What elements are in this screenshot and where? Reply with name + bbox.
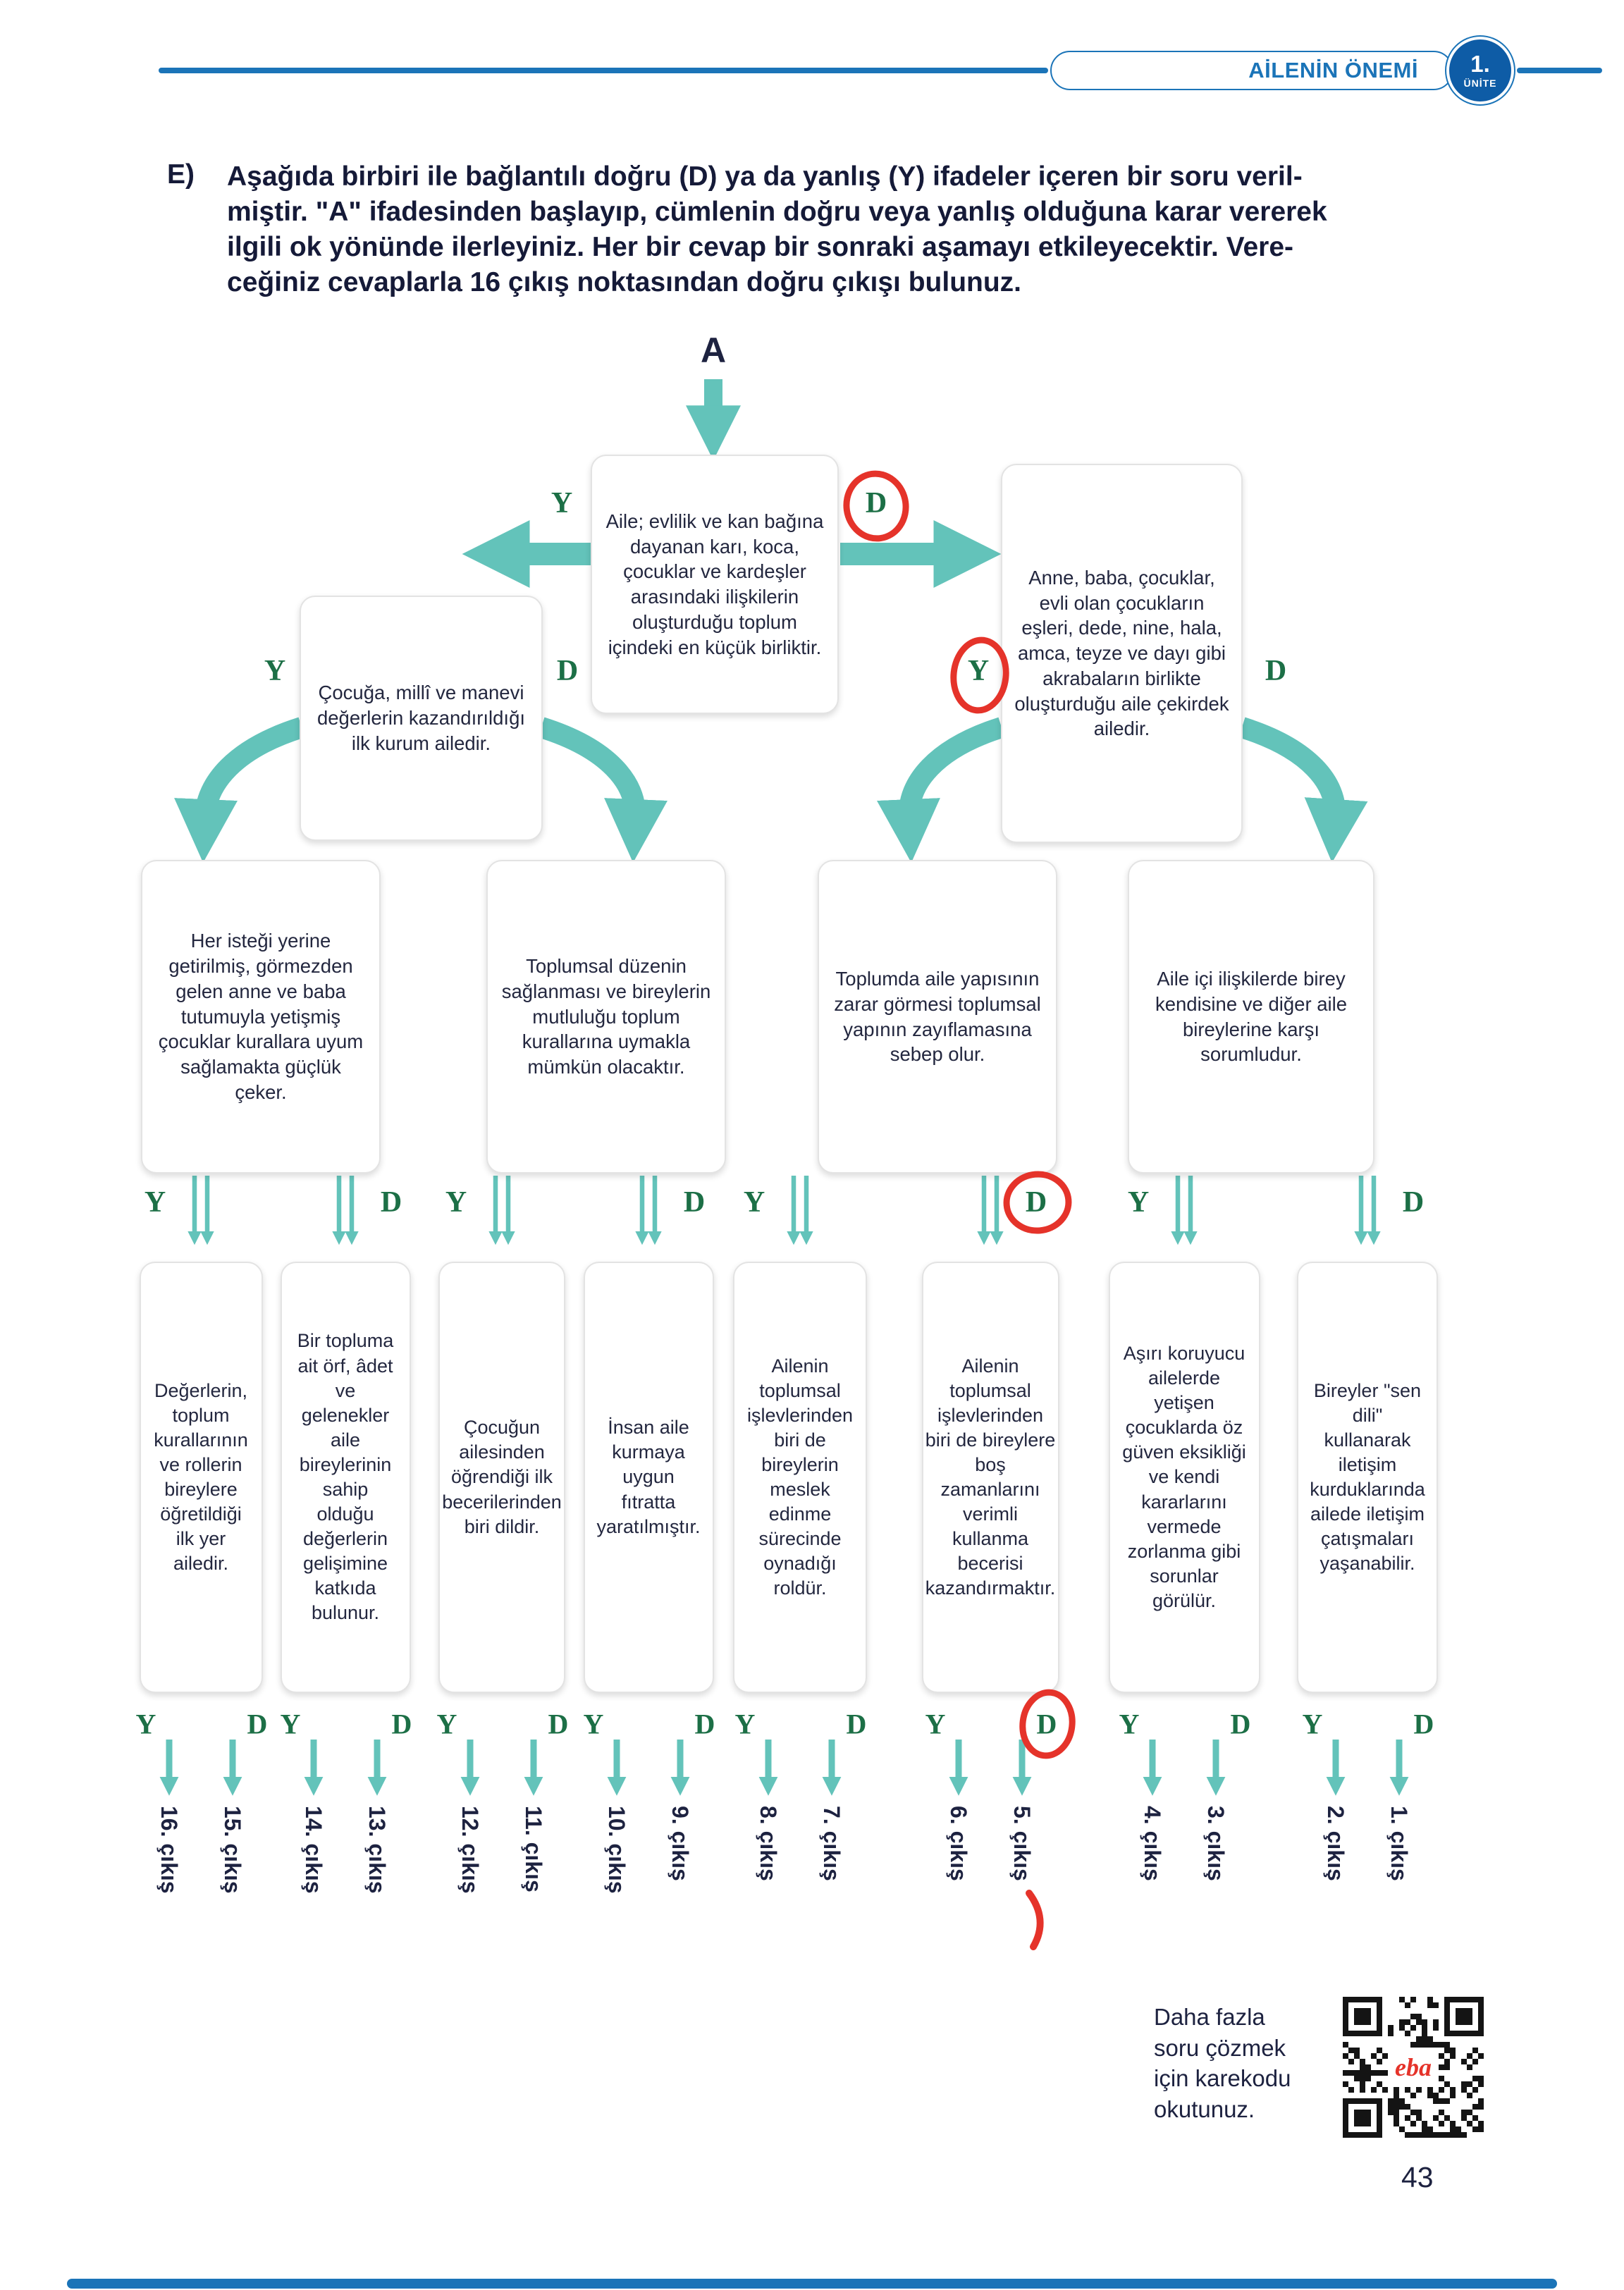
statement-box-level4-7: Aşırı koruyucu ailelerde yetişen çocukla… [1108, 1262, 1260, 1693]
answer-d-level3-2: D [683, 1186, 706, 1219]
answer-y-level2-left: Y [264, 655, 286, 687]
question-letter: E) [167, 159, 195, 190]
answer-d-level3-3: D [1025, 1186, 1047, 1219]
answer-d-level4-8: D [1413, 1708, 1434, 1740]
answer-y-level4-1: Y [135, 1708, 156, 1740]
answer-y-level4-4: Y [583, 1708, 604, 1740]
answer-y-level4-5: Y [734, 1708, 756, 1740]
answer-d-level4-3: D [548, 1708, 569, 1740]
answer-d-level4-7: D [1230, 1708, 1251, 1740]
answer-d-level4-1: D [247, 1708, 268, 1740]
qr-logo: eba [1389, 2051, 1437, 2083]
exit-label-4: 4. çıkış [1140, 1806, 1165, 1881]
answer-d-level2-right: D [1265, 655, 1287, 687]
qr-caption: Daha fazla soru çözmek için karekodu oku… [1154, 2004, 1291, 2122]
statement-box-level4-2: Bir topluma ait örf, âdet ve gelenekler … [280, 1262, 411, 1693]
page-title: AİLENİN ÖNEMİ [1248, 58, 1418, 82]
question-text: Aşağıda birbiri ile bağlantılı doğru (D)… [227, 161, 1327, 297]
statement-box-level4-3: Çocuğun ailesinden öğrendiği ilk beceril… [438, 1262, 565, 1693]
answer-d-level2-left: D [556, 655, 579, 687]
statement-box-level4-6: Ailenin toplumsal işlevlerinden biri de … [921, 1262, 1059, 1693]
arrow-l2left-dogru [538, 717, 668, 863]
statement-box-level1: Aile; evlilik ve kan bağına dayanan karı… [591, 455, 839, 714]
answer-y-level4-3: Y [436, 1708, 457, 1740]
exit-label-13: 13. çıkış [364, 1806, 390, 1894]
statement-box-level4-4: İnsan aile kurmaya uygun fıtratta yaratı… [583, 1262, 714, 1693]
qr-code: eba [1343, 1997, 1484, 2138]
start-label: A [700, 331, 727, 370]
statement-box-level4-5: Ailenin toplumsal işlevlerinden biri de … [733, 1262, 867, 1693]
answer-y-level4-8: Y [1302, 1708, 1323, 1740]
header-rule-right [1517, 68, 1602, 73]
exit-label-14: 14. çıkış [301, 1806, 326, 1894]
exit-label-7: 7. çıkış [819, 1806, 844, 1881]
answer-d-level3-4: D [1402, 1186, 1425, 1219]
answer-y-level1: Y [550, 487, 573, 519]
statement-box-level4-8: Bireyler "sen dili" kullanarak iletişim … [1297, 1262, 1438, 1693]
exit-label-11: 11. çıkış [521, 1806, 546, 1892]
footer-rule [67, 2279, 1557, 2289]
exit-label-9: 9. çıkış [668, 1806, 693, 1881]
unit-badge: 1. ÜNİTE [1446, 37, 1514, 104]
arrow-l2left-yanlis [174, 717, 305, 863]
answer-d-level4-5: D [846, 1708, 867, 1740]
exit-label-1: 1. çıkış [1386, 1806, 1412, 1881]
answer-y-level3-3: Y [743, 1186, 765, 1219]
answer-y-level2-right: Y [967, 655, 990, 687]
exit-label-2: 2. çıkış [1323, 1806, 1348, 1881]
exit-label-3: 3. çıkış [1203, 1806, 1229, 1881]
exit-label-10: 10. çıkış [604, 1806, 629, 1894]
answer-d-level3-1: D [380, 1186, 402, 1219]
answer-d-level4-6: D [1036, 1708, 1057, 1740]
statement-box-level3-1: Her isteği yerine getirilmiş, görmezden … [141, 860, 381, 1174]
statement-box-level4-1: Değerlerin, toplum kurallarının ve rolle… [139, 1262, 263, 1693]
answer-d-level4-2: D [391, 1708, 412, 1740]
answer-d-level4-4: D [694, 1708, 715, 1740]
answer-y-level4-6: Y [925, 1708, 946, 1740]
statement-box-level2-left: Çocuğa, millî ve manevi değerlerin kazan… [300, 596, 543, 841]
page-number: 43 [1401, 2161, 1434, 2193]
answer-y-level4-7: Y [1119, 1708, 1140, 1740]
exit-label-8: 8. çıkış [756, 1806, 781, 1881]
qr-logo-text: eba [1395, 2053, 1432, 2081]
unit-title-pill: AİLENİN ÖNEMİ [1050, 51, 1453, 90]
statement-box-level3-2: Toplumsal düzenin sağlanması ve bireyler… [486, 860, 726, 1174]
statement-box-level3-3: Toplumda aile yapısının zarar görmesi to… [818, 860, 1057, 1174]
exit-label-15: 15. çıkış [220, 1806, 245, 1894]
arrow-l2right-yanlis [877, 717, 1005, 863]
unit-number: 1. [1470, 51, 1490, 77]
exit-label-16: 16. çıkış [156, 1806, 182, 1894]
answer-d-level1: D [865, 487, 887, 519]
header-rule-left [159, 68, 1048, 73]
statement-box-level2-right: Anne, baba, çocuklar, evli olan çocuklar… [1001, 464, 1243, 843]
exit-label-12: 12. çıkış [457, 1806, 483, 1894]
qr-pattern [1343, 1997, 1484, 2138]
answer-y-level3-1: Y [144, 1186, 166, 1219]
answer-y-level3-4: Y [1127, 1186, 1150, 1219]
statement-box-level3-4: Aile içi ilişkilerde birey kendisine ve … [1128, 860, 1374, 1174]
unit-label: ÜNİTE [1463, 78, 1497, 89]
answer-y-level3-2: Y [445, 1186, 467, 1219]
exit-label-5: 5. çıkış [1009, 1806, 1035, 1881]
exit-label-6: 6. çıkış [946, 1806, 971, 1881]
arrow-l2right-dogru [1238, 717, 1368, 863]
answer-y-level4-2: Y [280, 1708, 301, 1740]
